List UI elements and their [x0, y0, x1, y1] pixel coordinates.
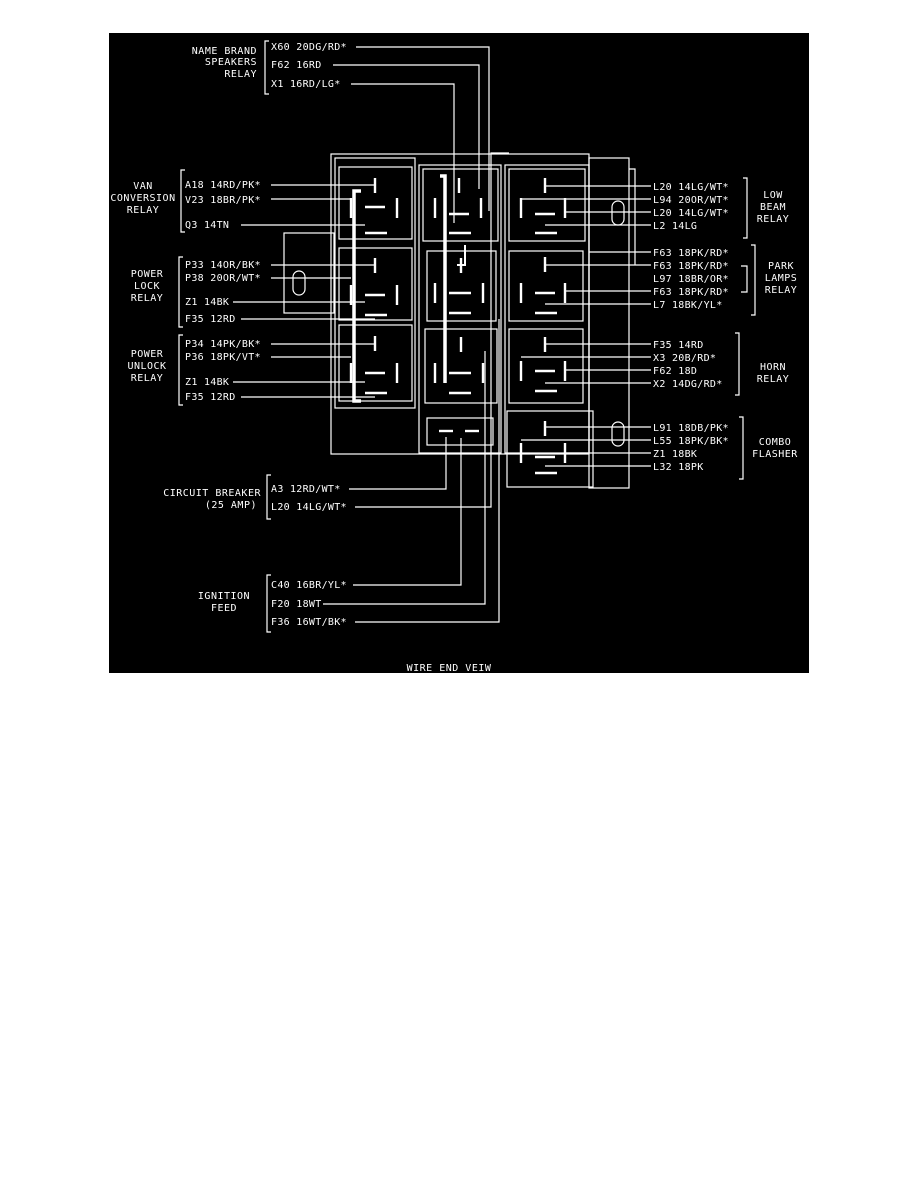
wire-f35-horn: F35 14RD	[653, 340, 704, 351]
wiring-diagram: NAME BRAND SPEAKERS RELAY X60 20DG/RD* F…	[109, 33, 809, 673]
wire-l91: L91 18DB/PK*	[653, 423, 729, 434]
relay-block-body	[283, 153, 630, 489]
wire-f35-unlock: F35 12RD	[185, 392, 236, 403]
horn-title-2: RELAY	[757, 374, 790, 385]
wire-x1: X1 16RD/LG*	[271, 79, 341, 90]
wire-l55: L55 18PK/BK*	[653, 436, 729, 447]
wire-x2: X2 14DG/RD*	[653, 379, 723, 390]
wire-l20-a: L20 14LG/WT*	[653, 182, 729, 193]
wire-f36: F36 16WT/BK*	[271, 617, 347, 628]
wire-x60: X60 20DG/RD*	[271, 42, 347, 53]
mounting-hole-left	[292, 270, 306, 296]
wire-l7: L7 18BK/YL*	[653, 300, 723, 311]
low-beam-title-1: LOW	[763, 190, 783, 201]
wire-p34: P34 14PK/BK*	[185, 339, 261, 350]
wire-p38: P38 20OR/WT*	[185, 273, 261, 284]
horn-title-1: HORN	[760, 362, 786, 373]
park-title-2: LAMPS	[765, 273, 798, 284]
unlock-title-1: POWER	[131, 349, 164, 360]
lock-title-3: RELAY	[131, 293, 164, 304]
combo-flasher-group: L91 18DB/PK* L55 18PK/BK* Z1 18BK L32 18…	[521, 416, 798, 480]
van-title-1: VAN	[133, 181, 153, 192]
wire-v23: V23 18BR/PK*	[185, 195, 261, 206]
wire-p33: P33 14OR/BK*	[185, 260, 261, 271]
wire-l32: L32 18PK	[653, 462, 704, 473]
lock-title-2: LOCK	[134, 281, 160, 292]
low-beam-title-3: RELAY	[757, 214, 790, 225]
circuit-breaker-group: CIRCUIT BREAKER (25 AMP) A3 12RD/WT* L20…	[163, 152, 509, 520]
van-conversion-group: VAN CONVERSION RELAY A18 14RD/PK* V23 18…	[110, 169, 375, 233]
wire-x3: X3 20B/RD*	[653, 353, 716, 364]
wire-a3: A3 12RD/WT*	[271, 484, 341, 495]
wire-end-view-caption: WIRE END VEIW	[407, 663, 492, 673]
wire-c40: C40 16BR/YL*	[271, 580, 347, 591]
name-brand-title-1: NAME BRAND	[192, 46, 257, 57]
lock-title-1: POWER	[131, 269, 164, 280]
power-lock-group: POWER LOCK RELAY P33 14OR/BK* P38 20OR/W…	[131, 256, 375, 328]
breaker-title-2: (25 AMP)	[205, 500, 257, 511]
wire-l94: L94 20OR/WT*	[653, 195, 729, 206]
ignition-feed-group: IGNITION FEED C40 16BR/YL* F20 18WT F36 …	[198, 319, 500, 633]
wire-l2: L2 14LG	[653, 221, 697, 232]
name-brand-title-2: SPEAKERS	[205, 57, 257, 68]
wire-f63-c: F63 18PK/RD*	[653, 287, 729, 298]
wire-f63-b: F63 18PK/RD*	[653, 261, 729, 272]
relay-block-diagram: NAME BRAND SPEAKERS RELAY X60 20DG/RD* F…	[110, 40, 798, 673]
wire-l20-b: L20 14LG/WT*	[653, 208, 729, 219]
wire-z1-unlock: Z1 14BK	[185, 377, 229, 388]
park-title-1: PARK	[768, 261, 794, 272]
flasher-title-2: FLASHER	[752, 449, 798, 460]
ignition-title-1: IGNITION	[198, 591, 250, 602]
van-title-3: RELAY	[127, 205, 160, 216]
mounting-hole-right-bottom	[611, 421, 625, 447]
wire-l20-breaker: L20 14LG/WT*	[271, 502, 347, 513]
low-beam-group: L20 14LG/WT* L94 20OR/WT* L20 14LG/WT* L…	[521, 177, 790, 239]
van-title-2: CONVERSION	[110, 193, 175, 204]
horn-group: F35 14RD X3 20B/RD* F62 18D X2 14DG/RD* …	[521, 332, 790, 396]
mounting-hole-right-top	[611, 200, 625, 226]
unlock-title-2: UNLOCK	[127, 361, 166, 372]
buss-bars	[352, 174, 466, 403]
wire-f62-horn: F62 18D	[653, 366, 697, 377]
wire-z1-flasher: Z1 18BK	[653, 449, 697, 460]
ignition-title-2: FEED	[211, 603, 237, 614]
wire-f35-lock: F35 12RD	[185, 314, 236, 325]
wire-l97: L97 18BR/OR*	[653, 274, 729, 285]
wire-q3: Q3 14TN	[185, 220, 229, 231]
wire-p36: P36 18PK/VT*	[185, 352, 261, 363]
wire-z1-lock: Z1 14BK	[185, 297, 229, 308]
wire-f20: F20 18WT	[271, 599, 322, 610]
name-brand-title-3: RELAY	[224, 69, 257, 80]
wire-a18: A18 14RD/PK*	[185, 180, 261, 191]
name-brand-speakers-group: NAME BRAND SPEAKERS RELAY X60 20DG/RD* F…	[192, 40, 490, 223]
wire-f62: F62 16RD	[271, 60, 322, 71]
flasher-title-1: COMBO	[759, 437, 792, 448]
wire-f63-a: F63 18PK/RD*	[653, 248, 729, 259]
power-unlock-group: POWER UNLOCK RELAY P34 14PK/BK* P36 18PK…	[127, 334, 375, 406]
park-lamps-group: F63 18PK/RD* F63 18PK/RD* L97 18BR/OR* F…	[545, 168, 798, 316]
park-title-3: RELAY	[765, 285, 798, 296]
breaker-title-1: CIRCUIT BREAKER	[163, 488, 261, 499]
low-beam-title-2: BEAM	[760, 202, 786, 213]
unlock-title-3: RELAY	[131, 373, 164, 384]
